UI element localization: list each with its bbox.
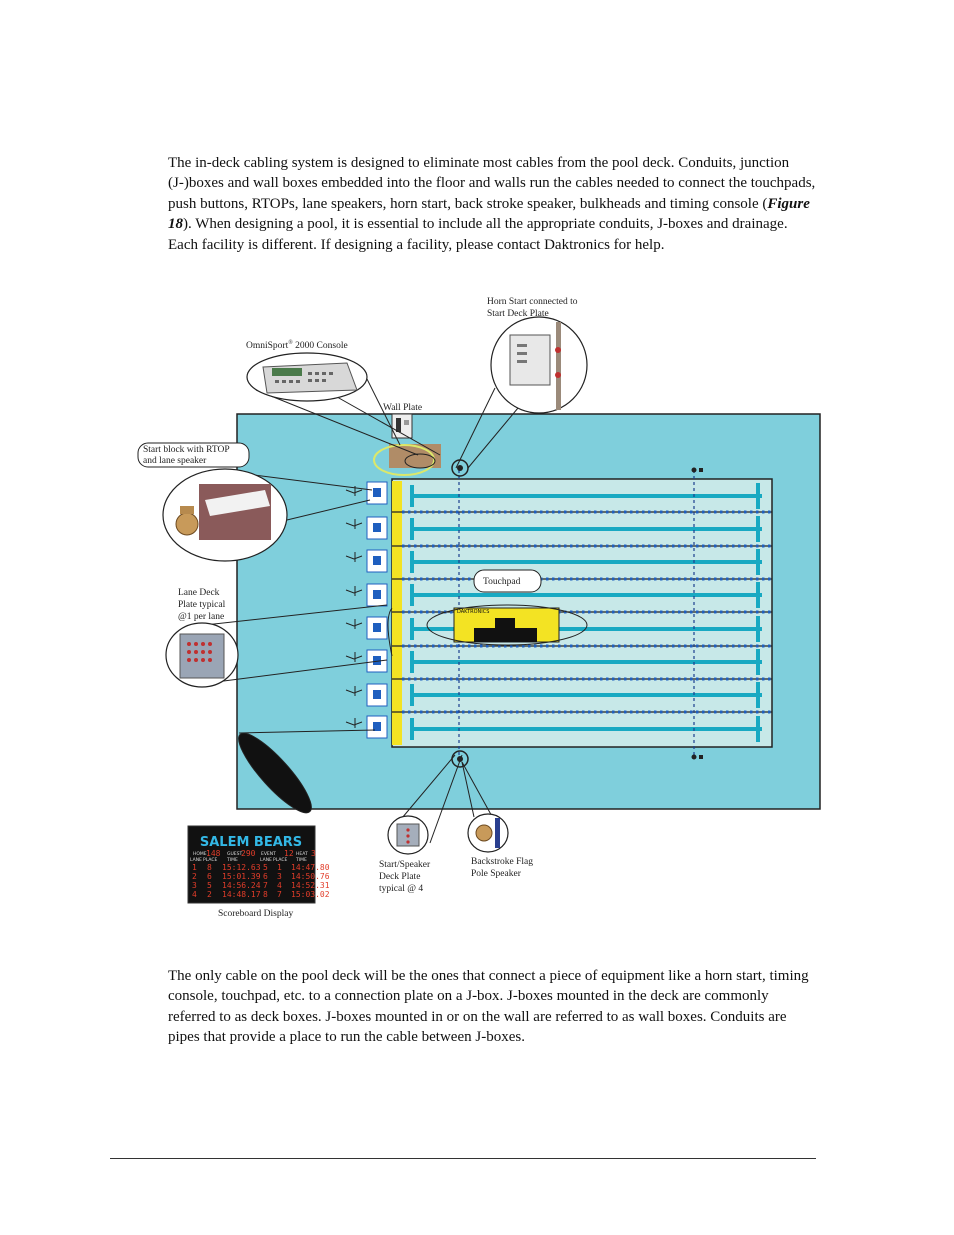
cable-paragraph: The only cable on the pool deck will be …: [168, 966, 818, 1048]
cable-paragraph-text: The only cable on the pool deck will be …: [168, 968, 809, 1046]
svg-text:PLACE: PLACE: [203, 857, 217, 863]
svg-text:7: 7: [263, 881, 268, 890]
wall-plate-callout: [373, 444, 435, 476]
svg-text:14:50.76: 14:50.76: [291, 872, 330, 881]
svg-text:TIME: TIME: [226, 857, 238, 863]
svg-text:3: 3: [277, 872, 282, 881]
intro-text-after: ). When designing a pool, it is essentia…: [168, 216, 788, 253]
scoreboard-cable-oval: [238, 732, 312, 814]
svg-text:6: 6: [263, 872, 268, 881]
pool-cabling-diagram: DAKTRONICS Touchpad Wall Plate Horn Star…: [137, 297, 821, 919]
intro-paragraph-text: The in-deck cabling system is designed t…: [168, 153, 818, 255]
svg-text:3: 3: [192, 881, 197, 890]
svg-text:5: 5: [207, 881, 212, 890]
svg-text:HOME: HOME: [193, 851, 207, 857]
svg-text:8: 8: [263, 890, 268, 899]
svg-text:14:47.80: 14:47.80: [291, 863, 330, 872]
svg-text:15:12.63: 15:12.63: [222, 863, 261, 872]
svg-text:PLACE: PLACE: [273, 857, 287, 863]
intro-paragraph: The in-deck cabling system is designed t…: [168, 153, 818, 255]
start-blocks: [366, 481, 388, 739]
scoreboard-brand: SALEM BEARS: [200, 835, 302, 850]
svg-text:5: 5: [263, 863, 268, 872]
callout-lines: [204, 370, 519, 844]
touchpad-label: Touchpad: [483, 577, 521, 587]
touchpad-callout: [473, 569, 542, 593]
scoreboard-frame: [187, 825, 316, 904]
svg-text:8: 8: [207, 863, 212, 872]
svg-text:148: 148: [206, 849, 221, 858]
horn-start-icon: [509, 334, 551, 386]
console-icon: [262, 362, 358, 394]
svg-text:LANE: LANE: [260, 857, 272, 863]
start-block-callout-label: [137, 442, 250, 468]
scoreboard-caption: Scoreboard Display: [218, 909, 293, 919]
svg-text:3: 3: [311, 849, 316, 858]
svg-text:15:01.39: 15:01.39: [222, 872, 261, 881]
svg-text:2: 2: [192, 872, 197, 881]
svg-text:15:03.02: 15:03.02: [291, 890, 330, 899]
lane-deck-connectors: [345, 486, 363, 728]
svg-text:LANE: LANE: [190, 857, 202, 863]
svg-text:EVENT: EVENT: [261, 851, 276, 857]
svg-text:14:52.31: 14:52.31: [291, 881, 330, 890]
svg-text:1: 1: [277, 863, 282, 872]
svg-text:7: 7: [277, 890, 282, 899]
svg-text:2: 2: [207, 890, 212, 899]
svg-text:GUEST: GUEST: [227, 851, 242, 857]
flag-pole-icon: [691, 467, 697, 473]
svg-text:TIME: TIME: [295, 857, 307, 863]
lane-speaker-icon: [175, 512, 199, 536]
lane-markers: [410, 483, 762, 742]
in-pool-display-label: DAKTRONICS: [457, 609, 489, 615]
svg-text:4: 4: [192, 890, 197, 899]
figure-reference: Figure 18: [168, 195, 810, 233]
svg-text:1: 1: [192, 863, 197, 872]
footer-rule: [110, 1158, 816, 1159]
svg-text:6: 6: [207, 872, 212, 881]
svg-text:290: 290: [241, 849, 256, 858]
svg-text:14:56.24: 14:56.24: [222, 881, 261, 890]
wall-plate-label: Wall Plate: [383, 403, 422, 413]
lane-deck-plate-icon: [179, 633, 225, 679]
display-callout: [426, 604, 588, 646]
console-label: OmniSport® 2000 Console: [246, 339, 348, 351]
flag-pole-icon: [691, 754, 697, 760]
pool-end-wall: [392, 481, 402, 745]
svg-text:4: 4: [277, 881, 282, 890]
svg-text:12: 12: [284, 849, 294, 858]
svg-text:14:48.17: 14:48.17: [222, 890, 261, 899]
backstroke-speaker-icon: [475, 824, 493, 842]
intro-text-before: The in-deck cabling system is designed t…: [168, 155, 816, 212]
svg-text:HEAT: HEAT: [296, 851, 308, 857]
